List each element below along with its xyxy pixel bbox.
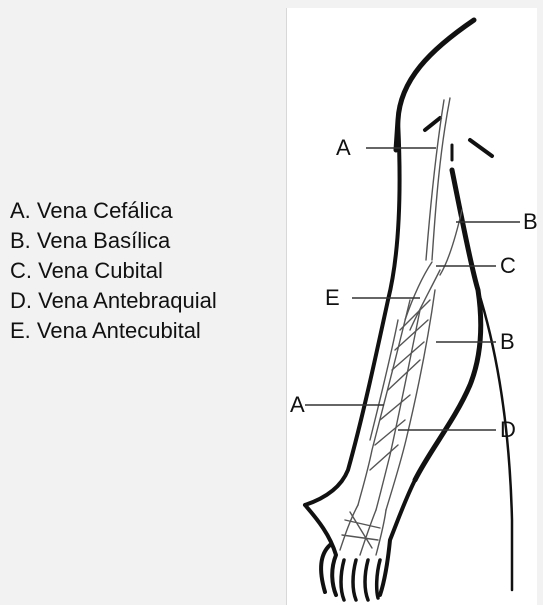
vein-forearm-3: [386, 290, 435, 510]
shoulder-mark-1: [425, 118, 440, 130]
finger-3: [365, 560, 368, 600]
finger-1: [341, 560, 344, 600]
vein-hand-1: [340, 505, 386, 555]
callout-c: C: [500, 254, 516, 278]
callout-e: E: [325, 286, 340, 310]
shoulder-mark-2: [470, 140, 492, 156]
shoulder-outline: [396, 20, 474, 150]
finger-2: [353, 560, 356, 600]
callout-b-upper: B: [523, 210, 538, 234]
vein-mesh-1: [388, 300, 430, 390]
callout-b-lower: B: [500, 330, 515, 354]
vein-forearm-4: [370, 320, 398, 440]
callout-a-lower: A: [290, 393, 305, 417]
axilla-mark: [415, 170, 481, 480]
thumb-outline: [321, 545, 330, 592]
vein-cubital-2: [410, 270, 440, 330]
arm-left-outline: [305, 120, 400, 505]
callout-d: D: [500, 418, 516, 442]
callout-a-upper: A: [336, 136, 351, 160]
